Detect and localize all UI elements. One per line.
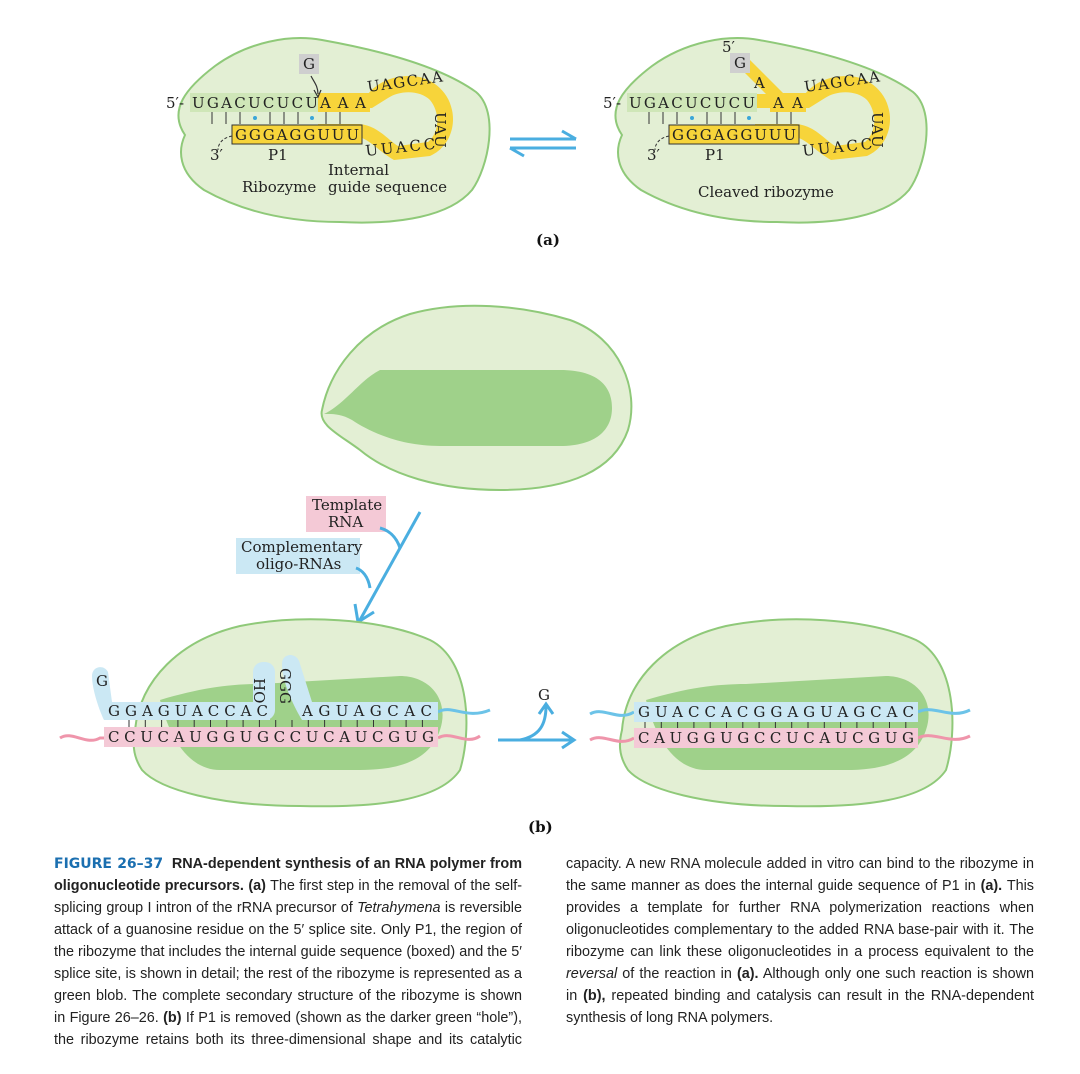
right-base-pairs — [644, 722, 907, 728]
ribozyme-aaa-box — [318, 93, 370, 112]
caption-text-5: of the reaction in — [622, 966, 732, 982]
caption-text-6: Although only one such reaction is shown… — [566, 966, 1035, 1004]
cleaved-5prime: 5′- — [603, 94, 621, 112]
left-oligo-box-2 — [282, 655, 438, 720]
figure-canvas: G 5′- UGACUCUCU AAA UAGCAA UAU UUACC GGG… — [59, 37, 971, 836]
figure-number: FIGURE 26–37 — [54, 856, 164, 872]
top-blob-hole — [324, 370, 612, 446]
left-g-top: G — [96, 672, 108, 690]
oligo-label-line2: oligo-RNAs — [256, 555, 341, 573]
ribozyme-top-yellow-seq: AAA — [319, 94, 366, 112]
template-label-line1: Template — [312, 496, 382, 514]
ribozyme-5prime: 5′- — [166, 94, 184, 112]
reaction-arrow — [498, 701, 577, 750]
caption-text-1: The first step in the removal of the sel… — [54, 878, 523, 916]
left-oligo-ho — [253, 662, 275, 720]
ribozyme-p1-label: P1 — [268, 146, 288, 164]
cleaved-5prime-box — [627, 93, 757, 112]
caption-a-label: (a) — [248, 878, 266, 894]
caption-a-ref-2: (a). — [736, 966, 759, 982]
cleaved-ribozyme-label: Cleaved ribozyme — [698, 183, 834, 201]
ribozyme-guanosine: G — [303, 55, 315, 73]
left-ggg: GGG — [276, 668, 294, 704]
cleaved-3prime: 3′ — [647, 146, 661, 164]
oligo-label-line1: Complementary — [241, 538, 363, 556]
figure-caption: FIGURE 26–37 RNA-dependent synthesis of … — [54, 853, 1034, 1051]
caption-text-4: This provides a template for further RNA… — [566, 878, 1034, 960]
right-oligo-box — [634, 702, 918, 722]
cleaved-5prime-g: 5′ — [722, 38, 736, 56]
template-complex-left: G HO GGG GGAGUACCAC AGUAGCAC CCUCAUGGUGC… — [59, 618, 491, 808]
cleaved-guanosine: G — [734, 54, 746, 72]
panel-a-label: (a) — [536, 231, 560, 249]
igs-label-line2: guide sequence — [328, 178, 447, 196]
cleaved-g-box — [730, 53, 750, 73]
template-complex-right: GUACCACGGAGUAGCAC CAUGGUGCCUCAUCGUG — [589, 618, 971, 808]
ribozyme-diagram: G 5′- UGACUCUCU AAA UAGCAA UAU UUACC GGG… — [166, 37, 491, 224]
ribozyme-top-green-seq: UGACUCUCU — [192, 94, 318, 112]
left-ho: HO — [250, 678, 268, 703]
ribozyme-label: Ribozyme — [242, 178, 316, 196]
right-blob-hole — [646, 676, 929, 770]
cleaved-g-link-seq: A — [753, 74, 765, 92]
caption-text-3: If P1 is removed (shown as the darker gr… — [54, 856, 1034, 1048]
cleaved-ribozyme-diagram: 5′ G A 5′- UGACUCUCU AA UAGCAA UAU UUACC… — [603, 37, 928, 224]
ribozyme-attack-arrow — [310, 75, 319, 95]
caption-b-label: (b) — [163, 1010, 182, 1026]
ribozyme-g-box — [299, 54, 319, 74]
right-template-box — [634, 728, 918, 748]
cleaved-igs-box — [668, 124, 800, 145]
left-template-box — [104, 727, 438, 747]
cleaved-loop-right-seq: UAU — [868, 112, 886, 148]
caption-b-ref: (b), — [583, 988, 606, 1004]
panel-b-label: (b) — [528, 818, 553, 836]
igs-label-line1: Internal — [328, 161, 389, 179]
oligo-label-box — [236, 538, 360, 574]
figure-title: RNA-dependent synthesis of an RNA polyme… — [54, 856, 522, 894]
ribozyme-3prime: 3′ — [210, 146, 224, 164]
cleaved-igs-seq: GGGAGGUUU — [672, 126, 796, 144]
cleaved-aa-box — [770, 93, 806, 112]
cleaved-p1-label: P1 — [705, 146, 725, 164]
caption-reversal: reversal — [566, 966, 618, 982]
ribozyme-igs-seq: GGGAGGUUU — [235, 126, 359, 144]
left-base-pairs — [128, 720, 423, 727]
equilibrium-arrows — [509, 129, 577, 158]
right-top-seq: GUACCACGGAGUAGCAC — [638, 703, 914, 721]
caption-text-2: is reversible attack of a guanosine resi… — [54, 900, 522, 1026]
template-label-box — [306, 496, 386, 532]
cleaved-top-green-seq: UGACUCUCU — [629, 94, 755, 112]
right-bottom-seq: CAUGGUGCCUCAUCGUG — [638, 729, 914, 747]
ribozyme-3prime-dash — [217, 135, 233, 151]
caption-organism: Tetrahymena — [357, 900, 441, 916]
ribozyme-5prime-box — [190, 93, 320, 112]
ribozyme-without-p1 — [320, 304, 633, 492]
caption-a-ref: (a). — [980, 878, 1003, 894]
left-pink-strand — [59, 734, 104, 742]
caption-text-7: repeated binding and catalysis can resul… — [566, 988, 1034, 1026]
ribozyme-loop-right-seq: UAU — [431, 112, 449, 148]
ribozyme-igs-box — [231, 124, 363, 145]
cleaved-base-pairs — [648, 112, 792, 124]
released-g: G — [538, 686, 550, 704]
template-label-line2: RNA — [328, 513, 363, 531]
ribozyme-base-pairs — [211, 112, 341, 124]
left-oligo-box-1 — [92, 667, 270, 720]
